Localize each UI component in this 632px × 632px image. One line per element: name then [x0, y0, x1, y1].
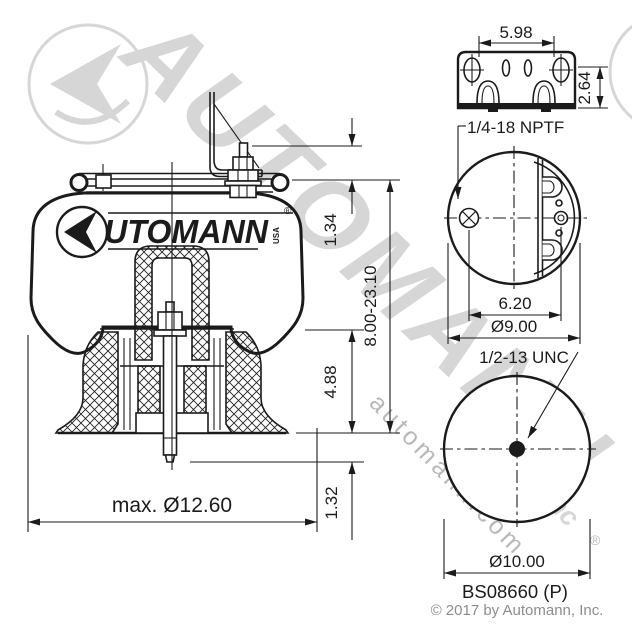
stud-leader: 1/2-13 UNC: [479, 348, 579, 439]
bracket-base-tick: [488, 108, 498, 112]
piston-core-hatch-right: [183, 365, 207, 415]
brand-registered-icon: ®: [284, 206, 292, 217]
bracket-tab-bottom: [542, 239, 563, 261]
dim-fitting-height: 1.34: [321, 213, 340, 246]
plate-rolled-edge-left: [69, 173, 89, 192]
brand-logo: UTOMANN ® USA: [55, 205, 293, 259]
bracket-tab-left: [476, 80, 500, 104]
dim-stud-length: 1.32: [322, 486, 341, 519]
brand-arrow-icon: [64, 211, 97, 253]
combo-bracket-and-fitting: [209, 92, 263, 199]
bracket-tab-top: [542, 176, 563, 198]
piston-rubber-left: [54, 331, 119, 434]
lower-stud: [162, 335, 178, 456]
air-fitting-body: [232, 156, 254, 171]
watermark-logo-circle-right: [608, 24, 632, 120]
bolt-hex-head: [157, 311, 183, 331]
rivet-hole: [555, 199, 563, 207]
bracket-small-slot: [523, 59, 533, 77]
piston-core-hatch-left: [137, 365, 161, 415]
piston-rubber-right: [225, 331, 290, 434]
mounting-stud-top: [553, 210, 569, 226]
dim-plate-diameter: Ø9.00: [491, 317, 537, 336]
top-view: 1/4-18 NPTF 6.20 Ø9.00: [444, 118, 588, 344]
side-view: UTOMANN ® USA 1.34 8.00-23.10 4.88: [27, 92, 400, 540]
bottom-view-dimensions: Ø10.00: [443, 519, 591, 579]
copyright-text: © 2017 by Automann, Inc.: [431, 602, 604, 619]
rivet-hole: [555, 229, 563, 237]
dim-height-range: 8.00-23.10: [361, 265, 380, 346]
dim-port-to-stud: 6.20: [498, 294, 531, 313]
dim-bracket-hole-spacing: 5.98: [499, 23, 532, 42]
stud-tip: [164, 454, 176, 463]
label-port-thread: 1/4-18 NPTF: [467, 118, 564, 137]
watermark-arrow-icon: [50, 44, 121, 124]
side-view-extension-lines: [27, 145, 400, 532]
watermark-swoosh: [54, 98, 131, 125]
air-fitting-stud: [238, 142, 249, 158]
side-view-dimensions: 1.34 8.00-23.10 4.88 1.32 max. Ø12.60: [28, 118, 394, 540]
port-leader: 1/4-18 NPTF: [454, 118, 564, 199]
dim-max-diameter: max. Ø12.60: [112, 494, 232, 517]
bolt-washer: [153, 329, 187, 337]
dim-bracket-height: 2.64: [575, 71, 594, 104]
bracket-small-slot: [501, 59, 511, 77]
bumper-cup: [134, 245, 210, 361]
dim-bottom-diameter: Ø10.00: [489, 552, 545, 571]
bottom-view: 1/2-13 UNC Ø10.00: [440, 348, 596, 579]
watermark-registered-icon: ®: [590, 532, 601, 548]
part-number: BS08660 (P): [462, 581, 568, 602]
air-fitting-nut: [227, 169, 259, 182]
dim-piston-height: 4.88: [321, 365, 340, 398]
plate-clip: [95, 174, 112, 189]
plate-rolled-edge-right: [270, 173, 290, 192]
brand-suffix-text: USA: [272, 227, 281, 244]
label-stud-thread: 1/2-13 UNC: [479, 348, 569, 367]
bracket-base-tick: [541, 108, 551, 112]
bracket-tab-right: [532, 80, 556, 104]
bracket-base-strip: [458, 103, 575, 109]
top-view-dimensions: 6.20 Ø9.00: [447, 227, 581, 344]
stud-end: [509, 441, 525, 457]
brand-logo-text: UTOMANN: [104, 213, 269, 250]
bracket-dimensions: 5.98 2.64: [478, 23, 608, 109]
bolt-tip: [165, 301, 175, 313]
footer: BS08660 (P) © 2017 by Automann, Inc.: [431, 581, 604, 619]
air-fitting-lower-nut: [229, 184, 257, 199]
mounting-stud-top-inner: [557, 214, 565, 222]
bracket-view: 5.98 2.64: [456, 23, 608, 112]
watermark-logo-circle: [27, 23, 149, 145]
